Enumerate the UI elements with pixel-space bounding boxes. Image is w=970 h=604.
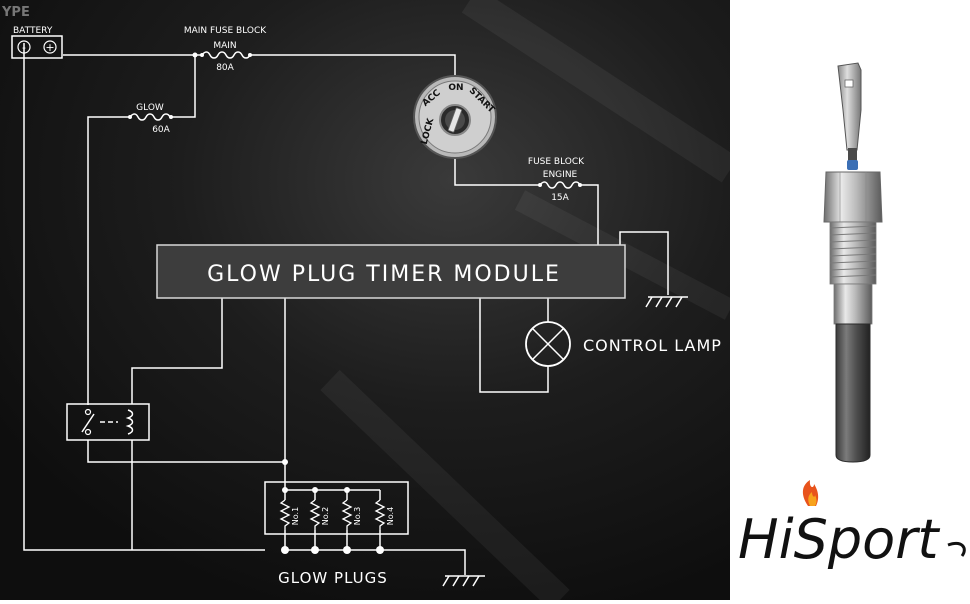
- battery: - +: [11, 35, 63, 59]
- ground-symbol-module: [645, 296, 688, 308]
- glow-plug-photo: [823, 62, 883, 463]
- diagram-background: [0, 0, 730, 600]
- product-panel: HiSport: [730, 0, 970, 600]
- main-fuse-rating: 80A: [216, 63, 234, 73]
- glow-fuse-name: GLOW: [136, 103, 164, 113]
- product-svg: HiSport: [738, 62, 966, 571]
- glow-plug-label-4: No.4: [386, 507, 395, 525]
- engine-fuse-rating: 15A: [551, 193, 569, 203]
- corner-text: YPE: [1, 5, 30, 20]
- engine-fuse-name: ENGINE: [543, 170, 578, 180]
- main-fuse-name: MAIN: [213, 41, 236, 51]
- timer-module-label: GLOW PLUG TIMER MODULE: [207, 262, 561, 287]
- ground-symbol-plugs: [442, 575, 485, 587]
- ignition-position-on: ON: [448, 83, 463, 93]
- brand-logo-text: HiSport: [738, 508, 940, 571]
- glow-plug-label-3: No.3: [353, 507, 362, 525]
- battery-minus: -: [22, 41, 26, 54]
- glow-plugs-label: GLOW PLUGS: [278, 569, 388, 587]
- glow-plugs-box: [264, 481, 409, 535]
- ignition-switch: LOCK ACC ON START: [413, 75, 497, 159]
- hisport-logo: HiSport: [738, 480, 966, 571]
- main-fuse-block-title: MAIN FUSE BLOCK: [184, 26, 267, 36]
- battery-plus: +: [45, 41, 54, 54]
- wire-ground-return: [23, 43, 265, 551]
- timer-module-box: [156, 244, 626, 299]
- glow-fuse-rating: 60A: [152, 125, 170, 135]
- control-lamp-label: CONTROL LAMP: [583, 336, 722, 355]
- wiring-diagram-svg: YPE - + BATTER: [0, 0, 730, 600]
- glow-fuse-symbol: [129, 113, 171, 121]
- glow-plug-label-1: No.1: [291, 507, 300, 525]
- glow-plug-resistors: [279, 499, 386, 530]
- engine-fuse-block-title: FUSE BLOCK: [528, 157, 585, 167]
- main-fuse-symbol: [201, 51, 251, 59]
- engine-fuse-symbol: [539, 181, 581, 189]
- wiring-diagram: YPE - + BATTER: [0, 0, 730, 600]
- glow-plug-label-2: No.2: [321, 507, 330, 525]
- battery-label: BATTERY: [13, 26, 53, 36]
- relay-symbol: [66, 403, 150, 441]
- control-lamp-symbol: [525, 321, 571, 367]
